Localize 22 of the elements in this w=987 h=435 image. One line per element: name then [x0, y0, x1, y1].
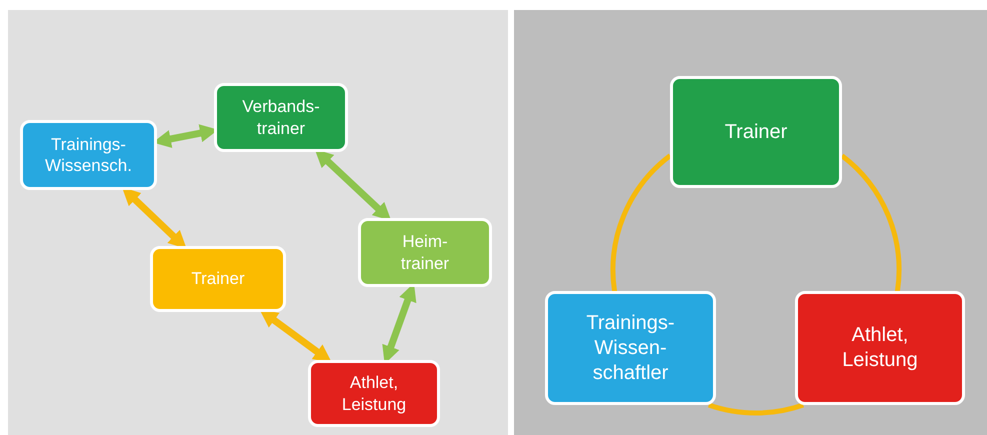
double-arrow: [122, 187, 187, 249]
role-label: Athlet, Leistung: [841, 323, 919, 373]
role-box: [670, 76, 842, 188]
role-label: Heim- trainer: [400, 231, 450, 274]
role-label: Trainings- Wissen- schaftler: [585, 310, 676, 386]
role-box: [795, 291, 965, 405]
role-label: Trainer: [724, 120, 788, 144]
role-box: [308, 360, 440, 427]
role-box: [545, 291, 716, 405]
role-box: [214, 83, 348, 152]
role-box: [358, 218, 492, 287]
role-box: [150, 246, 286, 312]
double-arrow: [314, 149, 392, 221]
connector-arc: [840, 154, 902, 292]
connector-arc: [708, 402, 804, 416]
role-box: [20, 120, 157, 190]
role-label: Trainings- Wissensch.: [44, 134, 133, 176]
role-label: Verbands- trainer: [241, 96, 321, 139]
role-label: Trainer: [190, 268, 246, 290]
role-label: Athlet, Leistung: [340, 372, 408, 415]
double-arrow: [260, 310, 332, 362]
connector-arc: [610, 154, 672, 292]
